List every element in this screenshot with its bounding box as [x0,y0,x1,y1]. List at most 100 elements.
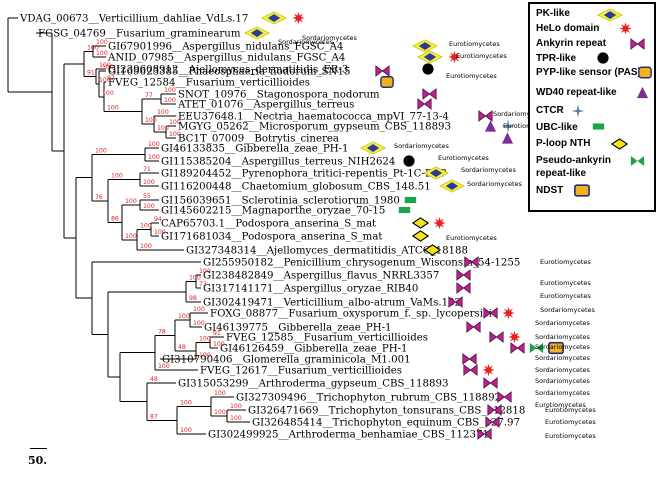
clade-label: Sordariomycetes [535,333,591,341]
ankyrin-domain-icon [497,391,512,403]
clade-label: Eurotiomycetes [545,406,596,414]
leaf-label: GI67901996__Aspergillus_nidulans_FGSC_A4 [108,42,343,53]
clade-label: Sordariomycetes [302,34,358,42]
clade-label: Eurotiomycetes [446,234,497,242]
ubc-domain-icon [398,206,411,214]
pk-domain-icon [261,11,287,25]
bootstrap-value: 100 [140,223,152,230]
ankyrin-domain-icon [510,342,525,354]
leaf-label: GI327348314__Ajellomyces_dermatitidis_AT… [186,246,468,257]
bootstrap-value: 100 [169,119,181,126]
bootstrap-value: 86 [111,215,119,222]
bootstrap-value: 91 [213,330,221,337]
legend-label-wd40: WD40 repeat-like [536,87,617,98]
ctcr-legend-icon [571,104,585,118]
clade-label: Sordariomycetes [540,306,596,314]
bootstrap-value: 100 [230,403,242,410]
legend-label-ankyrin: Ankyrin repeat [536,38,607,49]
legend-label-ubc: UBC-like [536,122,578,133]
bootstrap-value: 100 [158,363,170,370]
bootstrap-value: 94 [154,216,162,223]
bootstrap-value: 100 [140,243,152,250]
ankyrin-domain-icon [462,353,477,365]
scale-bar [30,448,47,449]
clade-label: Sordariomycetes [394,142,450,150]
leaf-label: GI326471669__Trichophyton_tonsurans_CBS_… [248,406,525,417]
helo-domain-icon [502,306,515,320]
leaf-label: SNOT_10976__Stagonospora_nodorum [178,90,380,101]
bootstrap-value: 100 [193,306,205,313]
leaf-label: GI310790406__Glomerella_graminicola_M1.0… [162,355,411,366]
ndst-legend-icon [574,184,590,197]
legend-label-pseudo: Pseudo-ankyrin repeat-like [536,155,612,179]
ankyrin-legend-icon [630,38,645,50]
ankyrin-domain-icon [456,269,471,281]
ploop-domain-icon [412,217,429,229]
leaf-label: GI156039651__Sclerotinia_sclerotiorum_19… [161,196,400,207]
helo-domain-icon [482,363,495,377]
bootstrap-value: 48 [178,344,186,351]
bootstrap-value: 100 [180,427,192,434]
pk-domain-icon [412,39,438,53]
bootstrap-value: 100 [125,233,137,240]
leaf-label: GI169623385__Phaeosphaeria_nodorum_SN15 [108,67,350,78]
leaf-label: GI46139775__Gibberella_zeae_PH-1 [204,323,392,334]
leaf-label: CAP65703.1__Podospora_anserina_S_mat [161,219,377,230]
bootstrap-value: 100 [193,320,205,327]
leaf-label: GI317141171__Aspergillus_oryzae_RIB40 [203,284,418,295]
leaf-label: ATET_01076__Aspergillus_terreus [177,100,354,111]
tpr-domain-icon [422,63,434,75]
helo-domain-icon [508,330,521,344]
leaf-label: GI189204452__Pyrenophora_tritici-repenti… [161,169,446,180]
clade-label: Eurotiomycetes [545,432,596,440]
bootstrap-value: 100 [199,352,211,359]
clade-label: Sordariomycetes [467,180,523,188]
bootstrap-value: 87 [150,413,158,420]
legend-label-pk: PK-like [536,8,570,19]
bootstrap-value: 100 [102,64,114,71]
legend-label-ndst: NDST [536,185,564,196]
leaf-label: FVEG_12585__Fusarium_verticillioides [226,333,428,344]
bootstrap-value: 100 [164,87,176,94]
ankyrin-domain-icon [456,282,471,294]
leaf-label: GI239608912__Ajellomyces_dermatitidis_ER… [108,65,348,76]
bootstrap-value: 100 [169,131,181,138]
ankyrin-domain-icon [463,364,478,376]
leaf-label: GI327309496__Trichophyton_rubrum_CBS_118… [236,393,501,404]
bootstrap-value: 100 [148,154,160,161]
clade-label: Sordariomycetes [535,389,591,397]
ankyrin-domain-icon [483,377,498,389]
ankyrin-domain-icon [478,110,493,122]
clade-label: Sordariomycetes [461,166,517,174]
ankyrin-domain-icon [417,98,432,110]
bootstrap-value: 82 [107,75,115,82]
clade-label: Eurotiomycetes [545,418,596,426]
clade-label: Sordariomycetes [493,110,549,118]
ploop-legend-icon [611,138,628,150]
bootstrap-value: 100 [143,179,155,186]
leaf-label: GI238482849__Aspergillus_flavus_NRRL3357 [203,271,439,282]
bootstrap-value: 100 [214,409,226,416]
leaf-label: FOXG_08877__Fusarium_oxysporum_f._sp._ly… [210,309,493,320]
ubc-domain-icon [404,196,417,204]
ankyrin-domain-icon [422,88,437,100]
bootstrap-value: 100 [96,50,108,57]
leaf-label: BC1T_07009__Botrytis_cinerea [178,134,339,145]
bootstrap-value: 48 [150,376,158,383]
pyp-legend-icon [638,66,652,79]
clade-label: Sordariomycetes [278,38,334,46]
helo-domain-icon [292,11,305,25]
clade-label: Eurotiomycetes [456,52,507,60]
leaf-label: FGSG_04769__Fusarium_graminearum [38,29,241,40]
pk-domain-icon [439,179,465,193]
bootstrap-value: 100 [107,105,119,112]
wd40-legend-icon [636,86,649,99]
leaf-label: GI171681034__Podospora_anserina_S_mat [161,232,383,243]
leaf-label: GI116200448__Chaetomium_globosum_CBS_148… [161,182,431,193]
bootstrap-value: 73 [199,281,207,288]
leaf-label: GI302499925__Arthroderma_benhamiae_CBS_1… [208,430,489,441]
bootstrap-value: 100 [178,313,190,320]
bootstrap-value: 98 [189,295,197,302]
leaf-label: ANID_07985__Aspergillus_nidulans_FGSC_A4 [107,53,345,64]
